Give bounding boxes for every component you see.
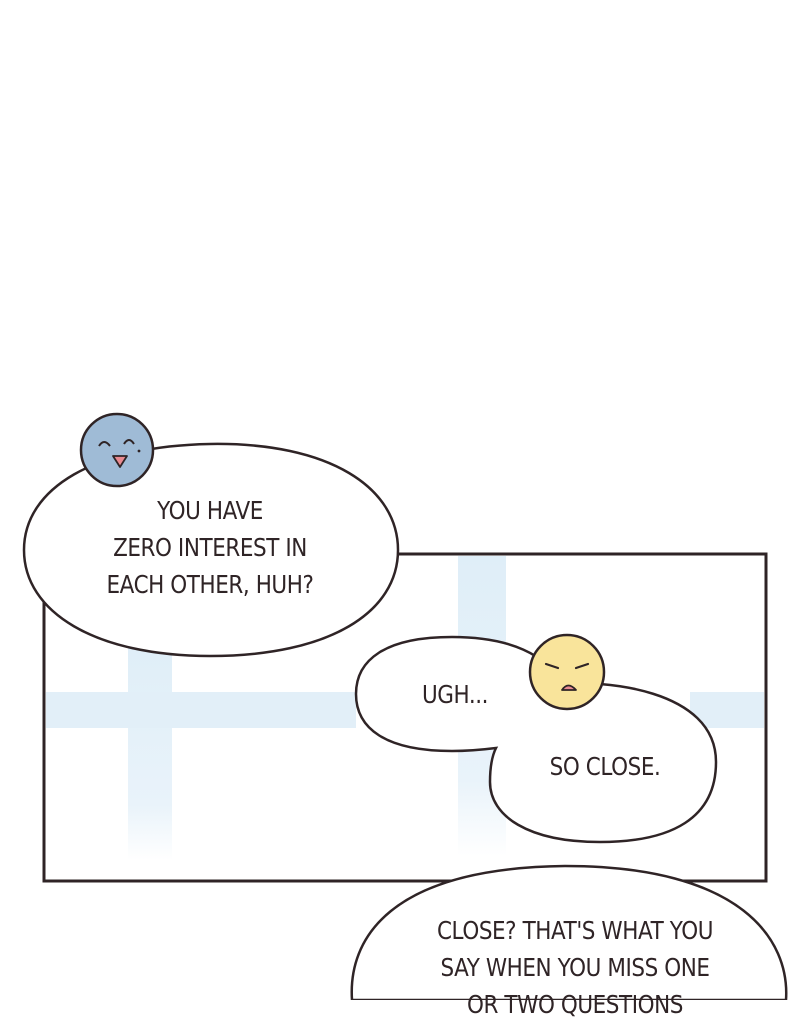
- blue-smiling-face-icon: [79, 412, 155, 488]
- speech-line: SO CLOSE.: [549, 752, 661, 781]
- window-frame-vertical-left: [128, 640, 172, 860]
- speech-text-1: YOU HAVE ZERO INTEREST IN EACH OTHER, HU…: [64, 492, 356, 603]
- speech-text-3: SO CLOSE.: [523, 748, 686, 785]
- speech-line: ZERO INTEREST IN: [113, 533, 307, 562]
- speech-line: OR TWO QUESTIONS: [467, 990, 683, 1019]
- speech-text-4: CLOSE? THAT'S WHAT YOU SAY WHEN YOU MISS…: [382, 912, 769, 1023]
- speech-bubble-4: [350, 864, 788, 1000]
- speech-line: EACH OTHER, HUH?: [106, 570, 314, 599]
- speech-line: YOU HAVE: [157, 496, 263, 525]
- speech-bubble-1: [22, 442, 400, 658]
- speech-line: SAY WHEN YOU MISS ONE: [440, 953, 710, 982]
- speech-line: CLOSE? THAT'S WHAT YOU: [436, 916, 714, 945]
- speech-text-2: UGH...: [403, 676, 506, 713]
- window-frame-horizontal-left: [46, 692, 356, 728]
- speech-line: UGH...: [421, 680, 489, 709]
- yellow-grimacing-face-icon: [528, 633, 606, 711]
- panel-border: [42, 552, 768, 883]
- comic-panel-art: [22, 412, 788, 1000]
